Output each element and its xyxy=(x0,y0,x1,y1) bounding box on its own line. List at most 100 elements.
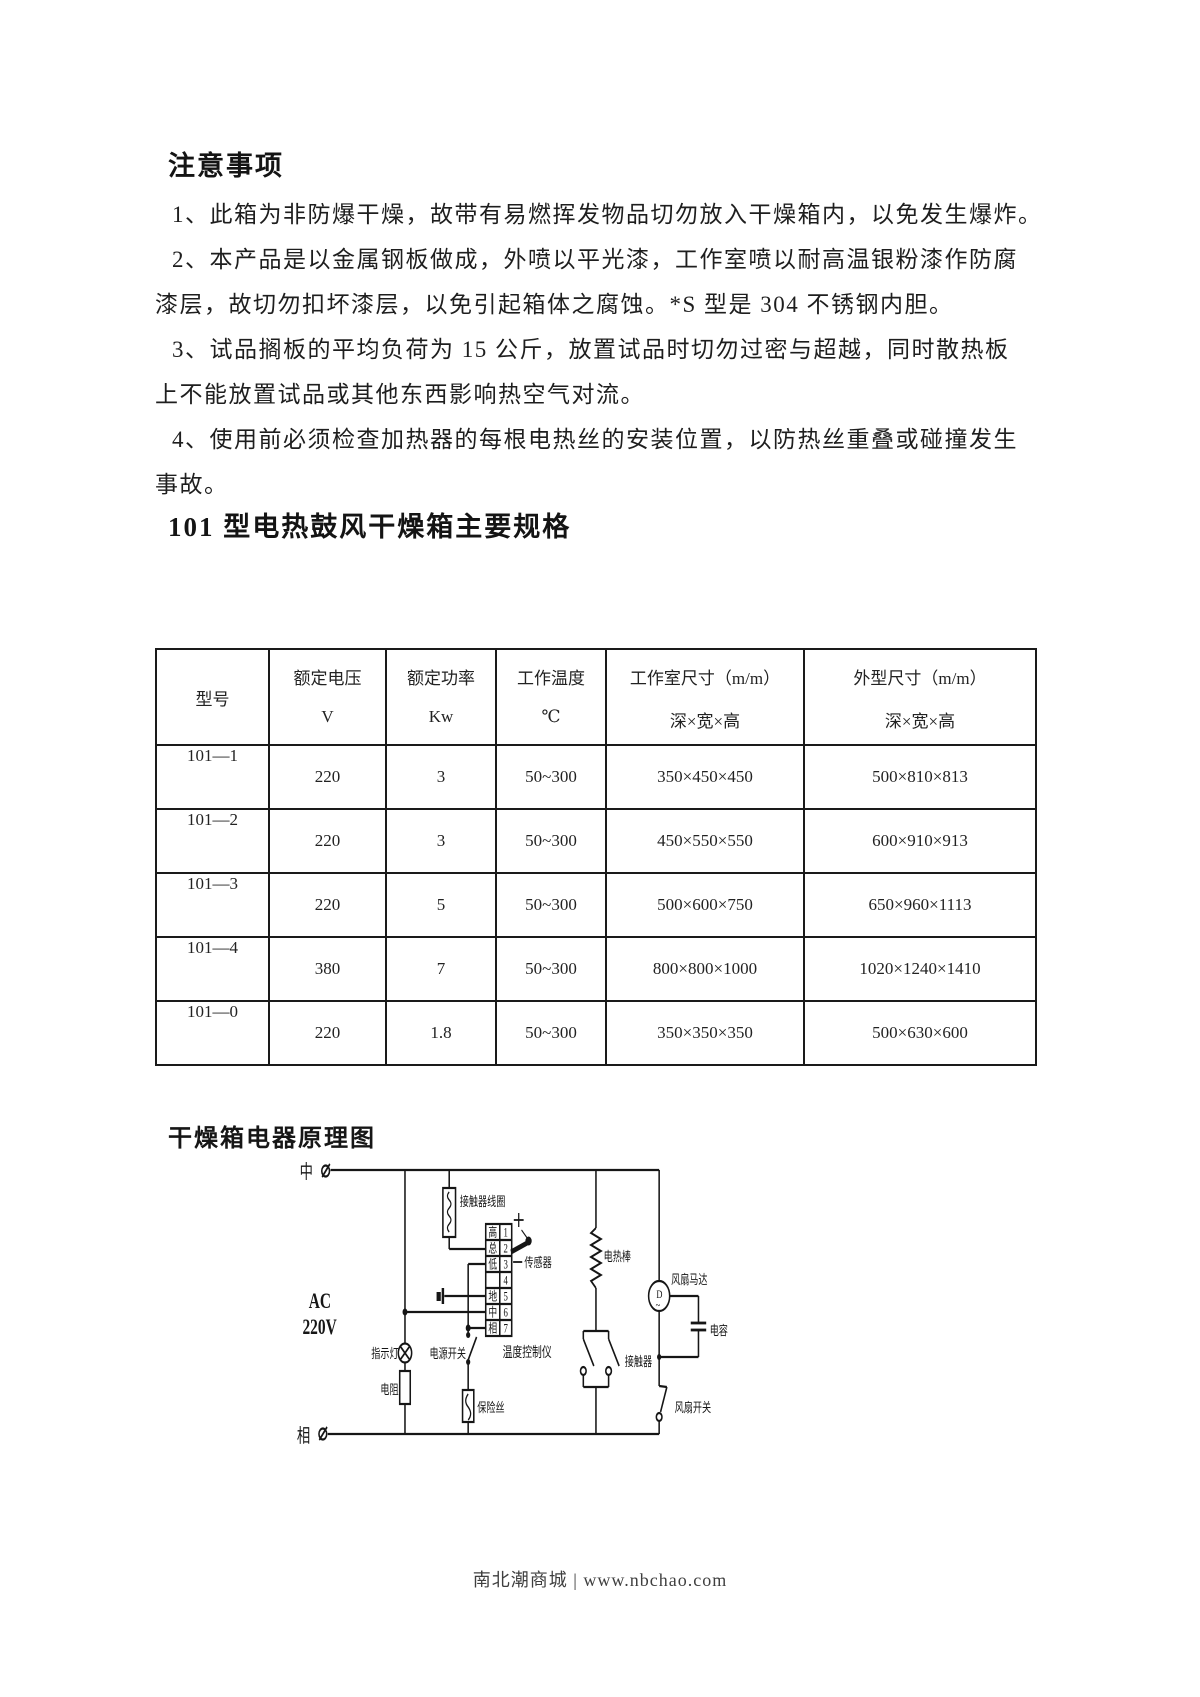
table-row: 101—0 220 1.8 50~300 350×350×350 500×630… xyxy=(155,1000,1037,1066)
controller-label: 温度控制仪 xyxy=(503,1343,552,1360)
indicator-lamp-branch xyxy=(397,1170,413,1434)
terminal-number: 6 xyxy=(504,1306,509,1320)
table-row: 101—1 220 3 50~300 350×450×450 500×810×8… xyxy=(155,744,1037,810)
cell-power: 1.8 xyxy=(385,1000,497,1066)
phase-terminal-label: 相 xyxy=(297,1425,310,1447)
cell-temp: 50~300 xyxy=(495,1000,607,1066)
sensor-probe-icon xyxy=(510,1213,532,1263)
neutral-terminal-label: 中 xyxy=(300,1161,313,1183)
cell-power: 3 xyxy=(385,744,497,810)
notice-title: 注意事项 xyxy=(168,151,284,181)
notice-line: 事故。 xyxy=(155,472,229,497)
resistor-label: 电阻 xyxy=(380,1382,398,1397)
power-switch-branch xyxy=(461,1262,486,1434)
header-label: 外型尺寸（m/m） xyxy=(853,669,987,688)
cell-temp: 50~300 xyxy=(495,936,607,1002)
table-row: 101—4 380 7 50~300 800×800×1000 1020×124… xyxy=(155,936,1037,1002)
fuse-label: 保险丝 xyxy=(477,1399,504,1415)
notice-line: 2、本产品是以金属钢板做成，外喷以平光漆，工作室喷以耐高温银粉漆作防腐 xyxy=(172,247,1018,272)
cell-voltage: 220 xyxy=(268,808,387,874)
header-unit: 深×宽×高 xyxy=(669,712,741,731)
ac-voltage-label: 220V xyxy=(302,1315,337,1339)
cell-chamber: 350×450×450 xyxy=(605,744,805,810)
heater-contactor-branch xyxy=(579,1170,620,1434)
table-row: 101—3 220 5 50~300 500×600×750 650×960×1… xyxy=(155,872,1037,938)
cell-outer: 500×810×813 xyxy=(803,744,1037,810)
power-switch-icon xyxy=(466,1332,471,1338)
notice-line: 漆层，故切勿扣坏漆层，以免引起箱体之腐蚀。*S 型是 304 不锈钢内胆。 xyxy=(155,292,954,317)
ground-icon xyxy=(436,1288,486,1304)
cell-model: 101—2 xyxy=(155,808,270,874)
col-header-chamber: 工作室尺寸（m/m） 深×宽×高 xyxy=(605,648,805,746)
terminal-number: 7 xyxy=(504,1322,509,1336)
temperature-controller-block xyxy=(484,1222,513,1338)
power-switch-label: 电源开关 xyxy=(430,1345,466,1361)
cell-voltage: 380 xyxy=(268,936,387,1002)
neutral-rail xyxy=(321,1163,660,1178)
footer-site-credit: 南北潮商城 | www.nbchao.com xyxy=(472,1570,728,1590)
terminal-number: 5 xyxy=(504,1290,508,1304)
notice-line: 4、使用前必须检查加热器的每根电热丝的安装位置，以防热丝重叠或碰撞发生 xyxy=(172,427,1018,452)
terminal-label: 总 xyxy=(488,1241,497,1256)
terminal-label: 相 xyxy=(488,1321,497,1336)
header-label: 额定功率 xyxy=(407,669,475,688)
spec-table-body: 101—1 220 3 50~300 350×450×450 500×810×8… xyxy=(155,744,1037,1066)
terminal-label: 高 xyxy=(488,1225,497,1240)
capacitor-label: 电容 xyxy=(710,1322,728,1338)
phase-rail xyxy=(318,1426,660,1441)
heater-icon xyxy=(589,1227,603,1289)
cell-power: 3 xyxy=(385,808,497,874)
header-label: 工作温度 xyxy=(517,669,585,688)
fan-switch-label: 风扇开关 xyxy=(675,1399,711,1415)
terminal-number: 4 xyxy=(504,1274,509,1288)
cell-voltage: 220 xyxy=(268,1000,387,1066)
cell-voltage: 220 xyxy=(268,872,387,938)
header-unit: ℃ xyxy=(541,707,561,726)
header-label: 工作室尺寸（m/m） xyxy=(629,669,781,688)
cell-chamber: 450×550×550 xyxy=(605,808,805,874)
cell-model: 101—3 xyxy=(155,872,270,938)
col-header-power: 额定功率 Kw xyxy=(385,648,497,746)
notice-line: 1、此箱为非防爆干燥，故带有易燃挥发物品切勿放入干燥箱内，以免发生爆炸。 xyxy=(172,202,1043,227)
notice-line: 上不能放置试品或其他东西影响热空气对流。 xyxy=(155,382,645,407)
cell-model: 101—4 xyxy=(155,936,270,1002)
col-header-voltage: 额定电压 V xyxy=(268,648,387,746)
fan-motor-branch xyxy=(647,1170,707,1434)
terminal-label: 地 xyxy=(488,1289,497,1304)
header-label: 额定电压 xyxy=(293,669,362,688)
col-header-model: 型号 xyxy=(155,648,270,746)
contactor-label: 接触器 xyxy=(625,1353,652,1369)
sensor-label: 传感器 xyxy=(524,1254,551,1270)
cell-temp: 50~300 xyxy=(495,872,607,938)
resistor-icon xyxy=(398,1369,412,1406)
cell-outer: 600×910×913 xyxy=(803,808,1037,874)
contactor-coil-label: 接触器线圈 xyxy=(460,1193,506,1209)
cell-power: 5 xyxy=(385,872,497,938)
terminal-number: 2 xyxy=(504,1242,508,1256)
motor-wave: ~ xyxy=(656,1300,661,1313)
cell-voltage: 220 xyxy=(268,744,387,810)
motor-symbol: D xyxy=(656,1289,663,1302)
cell-outer: 650×960×1113 xyxy=(803,872,1037,938)
terminal-rows: 高 1 总 2 低 3 4 地 5 中 6 相 7 xyxy=(488,1225,508,1336)
contactor-coil-branch xyxy=(442,1170,486,1251)
cell-outer: 500×630×600 xyxy=(803,1000,1037,1066)
cell-chamber: 350×350×350 xyxy=(605,1000,805,1066)
cell-model: 101—0 xyxy=(155,1000,270,1066)
cell-outer: 1020×1240×1410 xyxy=(803,936,1037,1002)
fan-motor-label: 风扇马达 xyxy=(671,1271,707,1287)
ac-label: AC xyxy=(309,1289,331,1313)
spec-table-header-row: 型号 额定电压 V 额定功率 Kw 工作温度 ℃ 工作室尺寸（m/m） 深×宽×高 外型… xyxy=(155,648,1037,746)
header-unit: Kw xyxy=(428,707,454,726)
table-row: 101—2 220 3 50~300 450×550×550 600×910×9… xyxy=(155,808,1037,874)
contactor-coil-icon xyxy=(442,1186,457,1239)
header-unit: V xyxy=(321,707,334,726)
col-header-outer: 外型尺寸（m/m）深×宽×高 xyxy=(803,648,1037,746)
terminal-label: 中 xyxy=(488,1305,497,1320)
cell-chamber: 800×800×1000 xyxy=(605,936,805,1002)
fan-switch-icon xyxy=(659,1384,667,1389)
cell-temp: 50~300 xyxy=(495,744,607,810)
heater-label: 电热棒 xyxy=(604,1248,631,1264)
cell-power: 7 xyxy=(385,936,497,1002)
